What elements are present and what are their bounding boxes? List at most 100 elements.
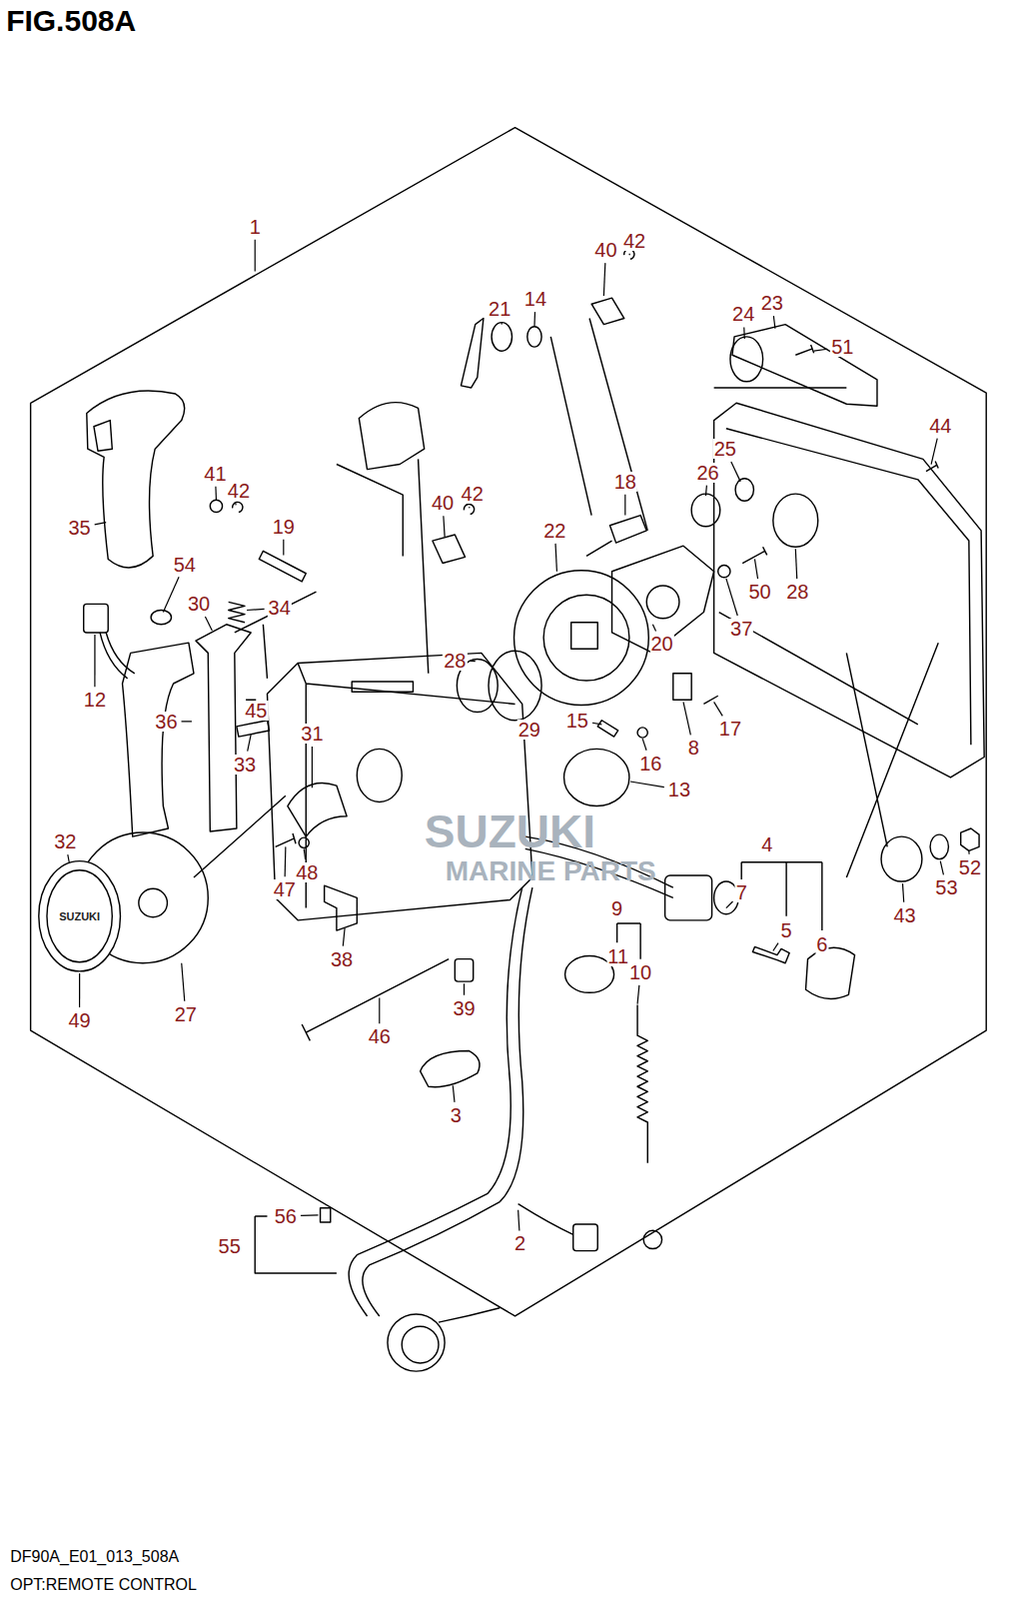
leader-line	[931, 438, 938, 465]
watermark: SUZUKI	[424, 808, 596, 855]
leader-line	[284, 846, 287, 877]
ring-24	[730, 336, 764, 382]
trim-switch	[83, 603, 109, 633]
plate-hole	[646, 585, 680, 619]
washer-53	[930, 834, 949, 860]
leader-line	[814, 348, 828, 351]
block-40a	[591, 297, 625, 325]
screw-17	[703, 695, 718, 704]
control-lever	[122, 642, 194, 837]
lever-cap	[38, 861, 121, 972]
round-connector	[387, 1313, 445, 1371]
neutral-marks	[351, 681, 413, 692]
leader-line	[743, 326, 746, 339]
callout-number: 40	[593, 239, 618, 260]
callout-number: 55	[217, 1235, 242, 1256]
leader-line	[726, 578, 738, 616]
callout-number: 44	[928, 415, 953, 436]
leader-line	[642, 738, 647, 751]
leader-line	[903, 883, 905, 903]
assembly-line	[193, 318, 939, 878]
clip-42	[232, 501, 243, 512]
callout-number: 31	[299, 723, 324, 744]
callout-number: 9	[610, 898, 624, 919]
assembly-outline	[30, 127, 988, 1316]
shaft-18	[586, 515, 647, 557]
leader-line	[533, 311, 536, 327]
pin-19	[258, 550, 306, 582]
ring-28b	[773, 493, 819, 547]
callout-number: 29	[517, 719, 542, 740]
leader-line	[181, 720, 192, 722]
callout-number: 30	[186, 593, 211, 614]
callout-number: 28	[785, 581, 810, 602]
callout-number: 45	[243, 700, 268, 721]
cam-gear	[514, 570, 650, 706]
hub-bore	[138, 888, 168, 918]
leader-line	[162, 576, 179, 612]
callout-number: 42	[622, 230, 647, 251]
buzzer-13	[564, 748, 630, 806]
clip-42c	[463, 503, 474, 514]
cam-inner	[543, 594, 630, 681]
leader-line	[624, 494, 626, 516]
callout-number: 11	[606, 946, 630, 967]
callout-number: 6	[815, 934, 829, 955]
side-cover	[714, 402, 986, 778]
callout-number: 56	[273, 1205, 298, 1226]
knob-6	[806, 947, 856, 999]
leader-line	[469, 660, 475, 662]
callout-number: 42	[460, 483, 485, 504]
leader-line	[234, 503, 236, 505]
callout-number: 5	[780, 920, 794, 941]
leader-line	[630, 781, 665, 788]
leader-line	[204, 616, 212, 631]
cam-square	[571, 622, 599, 650]
callout-number: 38	[329, 949, 354, 970]
callout-number: 26	[695, 462, 720, 483]
callout-number: 32	[52, 831, 77, 852]
screw-16	[637, 727, 648, 738]
screw-44	[926, 460, 939, 471]
washer-48	[298, 837, 309, 848]
callout-number: 20	[649, 633, 674, 654]
leader-line	[611, 968, 613, 971]
callout-number: 7	[735, 882, 749, 903]
callout-number: 37	[729, 618, 754, 639]
leader-line	[592, 722, 602, 725]
lanyard-clip	[643, 1229, 662, 1248]
handle-slot	[93, 420, 112, 452]
washer-41	[209, 499, 222, 512]
leader-line	[247, 734, 251, 752]
cover-rim	[719, 428, 972, 745]
callout-number: 18	[613, 471, 638, 492]
leader-line	[628, 253, 631, 255]
leader-line	[181, 963, 185, 1002]
leader-line	[726, 901, 734, 909]
ring-29	[488, 650, 542, 720]
leader-line	[754, 558, 758, 579]
callout-number: 52	[958, 857, 983, 878]
callout-number: 2	[513, 1232, 527, 1253]
connector-8	[673, 673, 692, 701]
callout-number: 19	[271, 516, 296, 537]
logo-text: SUZUKI	[58, 910, 100, 922]
leader-line	[555, 543, 557, 572]
part-15	[597, 720, 618, 737]
part-39	[454, 959, 473, 982]
callout-number: 40	[430, 492, 455, 513]
leader-line	[714, 701, 724, 716]
callout-number: 36	[153, 711, 178, 732]
handle-grip	[86, 390, 185, 568]
key-5	[752, 946, 790, 963]
leader-line	[652, 624, 656, 632]
callout-number: 42	[226, 480, 251, 501]
callout-number: 47	[272, 879, 297, 900]
figure-title: FIG.508A	[5, 5, 136, 36]
callout-number: 15	[565, 710, 590, 731]
leader-line	[637, 985, 640, 1005]
nut-52	[961, 828, 980, 851]
leader-line	[968, 850, 970, 854]
